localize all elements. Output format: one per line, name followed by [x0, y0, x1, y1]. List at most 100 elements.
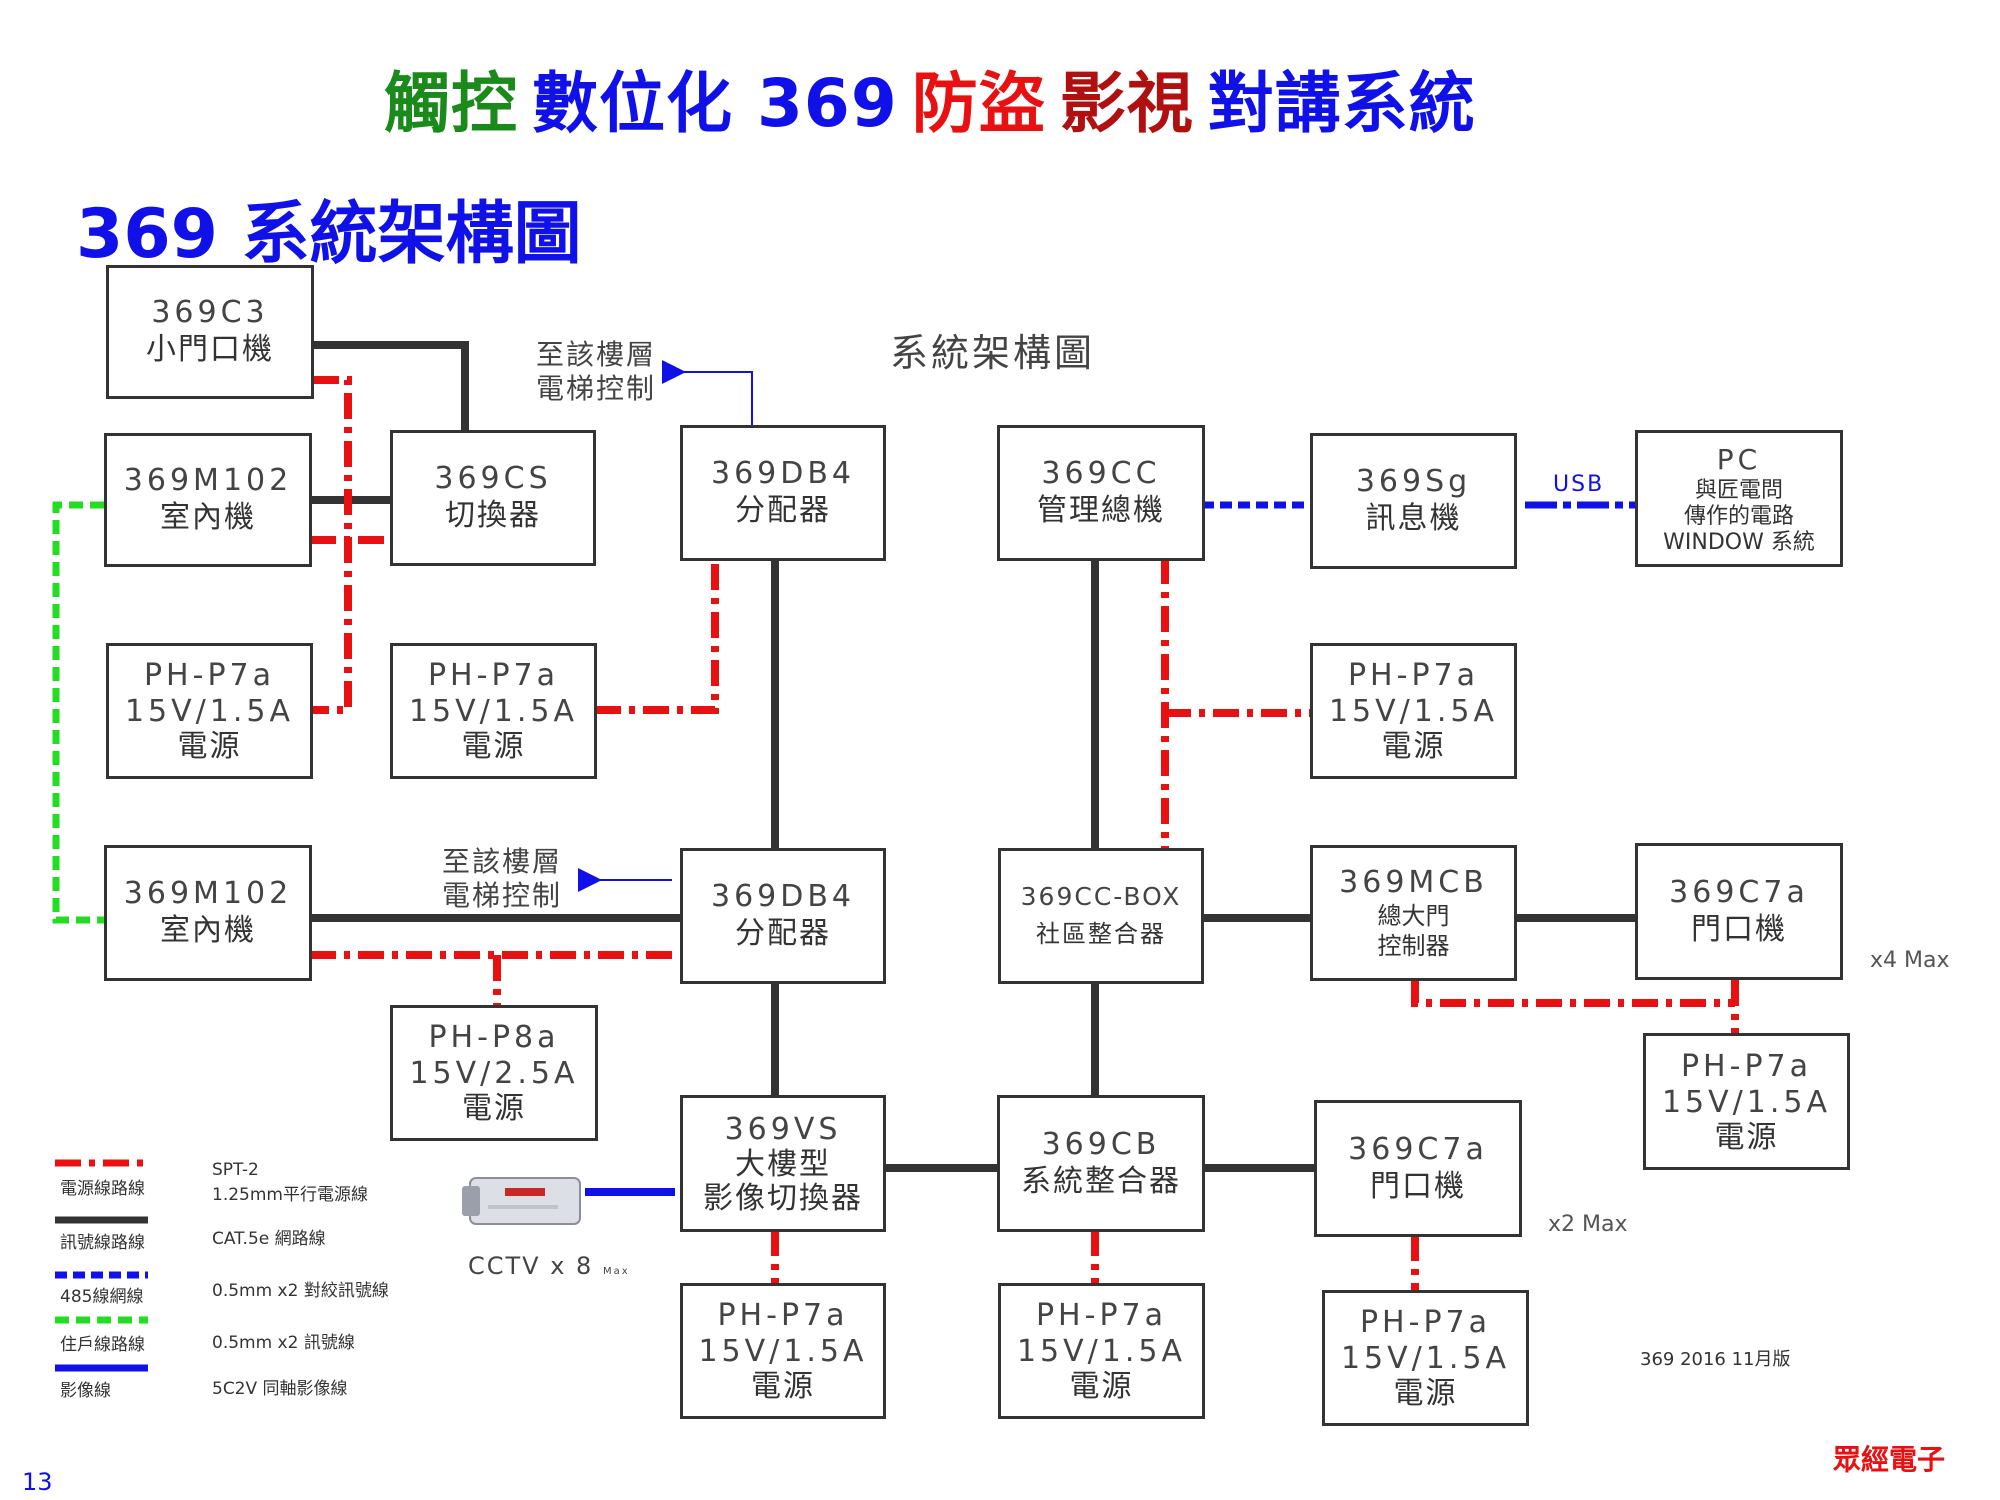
box-model: 369CC: [1041, 456, 1161, 491]
box-desc: 訊息機: [1365, 501, 1462, 536]
page-number: 13: [22, 1468, 53, 1496]
box-desc: WINDOW 系統: [1663, 529, 1815, 555]
box-desc: 傳作的電路: [1683, 503, 1794, 529]
box-369cc: 369CC 管理總機: [997, 425, 1205, 561]
legend-name-signal: 訊號線路線: [60, 1233, 145, 1253]
box-model: 369C7a: [1348, 1131, 1488, 1167]
box-spec: 15V/1.5A: [124, 694, 295, 729]
box-model: 369M102: [123, 463, 293, 498]
wire-resident: [52, 501, 104, 924]
box-369cb: 369CB 系統整合器: [997, 1095, 1205, 1232]
arrow-elevator-top: [662, 360, 753, 425]
box-model: PH-P7a: [717, 1298, 849, 1333]
box-desc: 電源: [1069, 1369, 1134, 1404]
legend-desc-power: SPT-2 1.25mm平行電源線: [212, 1160, 368, 1205]
title-part: 觸控: [384, 65, 518, 142]
title-part: 數位化 369: [532, 65, 898, 142]
box-desc: 分配器: [735, 916, 831, 951]
box-369c7a-right: 369C7a 門口機: [1635, 843, 1843, 980]
box-desc: 室內機: [160, 913, 256, 948]
legend-name-power: 電源線路線: [60, 1179, 145, 1199]
box-desc: 切換器: [445, 498, 541, 533]
box-desc: 門口機: [1370, 1168, 1466, 1204]
box-model: 369CB: [1041, 1126, 1161, 1162]
version-label: 369 2016 11月版: [1640, 1349, 1791, 1370]
box-model: PH-P7a: [427, 658, 560, 693]
box-369db4-bot: 369DB4 分配器: [680, 848, 886, 984]
box-desc: 門口機: [1691, 911, 1787, 947]
box-desc: 小門口機: [146, 332, 274, 367]
box-model: PH-P7a: [1680, 1048, 1813, 1084]
box-model: 369CS: [434, 461, 552, 496]
box-model: PH-P7a: [143, 658, 276, 693]
x2-max-label: x2 Max: [1548, 1212, 1628, 1237]
box-desc: 社區整合器: [1036, 920, 1166, 948]
legend-desc-line: 1.25mm平行電源線: [212, 1185, 368, 1205]
box-model: 369C3: [151, 295, 269, 330]
box-model: PH-P7a: [1035, 1298, 1168, 1333]
box-model: 369DB4: [710, 456, 856, 491]
box-model: PH-P8a: [428, 1020, 560, 1055]
signal-wires: [310, 341, 1636, 1172]
elevator-label-line: 電梯控制: [536, 372, 657, 405]
box-desc: 電源: [462, 1091, 526, 1126]
power-wires: [310, 376, 1739, 1290]
box-model: 369DB4: [710, 879, 856, 914]
title-part: 影視: [1059, 65, 1194, 142]
box-model: 369C7a: [1669, 874, 1809, 910]
legend-desc-video: 5C2V 同軸影像線: [212, 1379, 348, 1399]
elevator-arrows: [578, 360, 753, 892]
box-desc: 控制器: [1377, 932, 1450, 960]
legend-lines: [55, 1159, 148, 1372]
box-spec: 15V/1.5A: [1340, 1341, 1511, 1376]
box-desc: 影像切換器: [703, 1180, 863, 1216]
box-369m102-top: 369M102 室內機: [104, 433, 312, 567]
box-ph-p7a-2: PH-P7a 15V/1.5A 電源: [390, 643, 597, 779]
diagram-title: 系統架構圖: [890, 331, 1096, 375]
box-369mcb: 369MCB 總大門 控制器: [1310, 845, 1517, 981]
legend-name-video: 影像線: [60, 1381, 111, 1401]
box-desc: 電源: [1714, 1119, 1779, 1155]
elevator-label-top: 至該樓層 電梯控制: [536, 338, 656, 406]
wire-power-db4top: [595, 558, 719, 714]
box-spec: 15V/1.5A: [698, 1334, 868, 1369]
x4-max-label: x4 Max: [1870, 948, 1950, 973]
box-desc: 電源: [461, 729, 526, 764]
legend-desc-485: 0.5mm x2 對絞訊號線: [212, 1281, 389, 1301]
box-spec: 15V/2.5A: [409, 1056, 579, 1091]
box-model: 369CC-BOX: [1020, 882, 1182, 911]
box-369cs: 369CS 切換器: [390, 430, 596, 566]
box-desc: 與匠電問: [1694, 477, 1783, 503]
box-spec: 15V/1.5A: [1328, 694, 1499, 729]
box-model: 369VS: [724, 1111, 842, 1147]
box-model: 369MCB: [1339, 865, 1488, 900]
box-desc: 電源: [177, 729, 242, 764]
legend-desc-signal: CAT.5e 網路線: [212, 1229, 326, 1249]
legend-name-resident: 住戶線路線: [60, 1335, 145, 1355]
box-369cc-box: 369CC-BOX 社區整合器: [998, 848, 1204, 984]
box-desc: 室內機: [160, 500, 256, 535]
box-ph-p8a: PH-P8a 15V/2.5A 電源: [390, 1005, 598, 1141]
legend-name-485: 485線網線: [60, 1287, 144, 1307]
box-369sg: 369Sg 訊息機: [1310, 433, 1517, 569]
cctv-label-max: Max: [602, 1266, 630, 1277]
box-desc: 電源: [1393, 1376, 1458, 1411]
elevator-label-line: 至該樓層: [442, 845, 563, 878]
wire-c3-cs: [313, 341, 469, 430]
page-subtitle: 369 系統架構圖: [76, 195, 582, 274]
box-desc: 分配器: [735, 493, 831, 528]
box-ph-p7a-5: PH-P7a 15V/1.5A 電源: [680, 1283, 886, 1419]
box-desc: 大樓型: [735, 1146, 831, 1182]
cctv-camera-icon: [462, 1177, 581, 1225]
box-desc: 電源: [1381, 729, 1446, 764]
box-desc: 系統整合器: [1021, 1163, 1181, 1199]
box-ph-p7a-6: PH-P7a 15V/1.5A 電源: [998, 1283, 1205, 1419]
cctv-label-text: CCTV x 8: [468, 1252, 594, 1280]
box-369c3: 369C3 小門口機: [106, 265, 314, 399]
usb-label: USB: [1553, 472, 1605, 497]
box-model: PC: [1716, 442, 1762, 476]
box-369c7a-bot: 369C7a 門口機: [1314, 1100, 1522, 1237]
box-ph-p7a-4: PH-P7a 15V/1.5A 電源: [1643, 1033, 1850, 1170]
